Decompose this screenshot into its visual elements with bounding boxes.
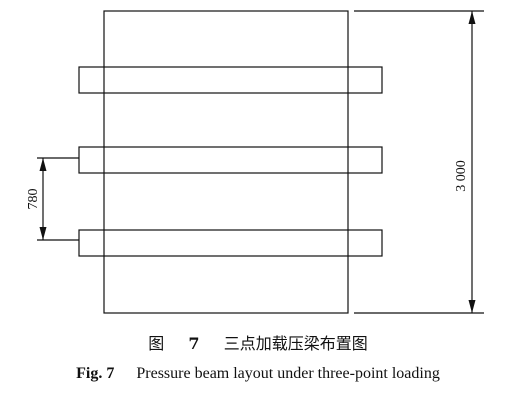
figure-caption-chinese: 图 7 三点加载压梁布置图	[0, 334, 516, 354]
arrowhead-overall-bottom	[468, 300, 476, 313]
caption-cn-number: 7	[188, 334, 200, 353]
dimension-label-spacing: 780	[26, 189, 41, 210]
caption-cn-prefix: 图	[148, 334, 165, 353]
arrowhead-overall-top	[468, 11, 476, 24]
beam-layout-diagram: 3 000 780	[26, 10, 484, 314]
figure-caption-english: Fig. 7 Pressure beam layout under three-…	[0, 364, 516, 384]
pressure-beam-bottom	[78, 229, 383, 257]
specimen-outline	[103, 10, 349, 314]
caption-en-number: 7	[106, 365, 115, 382]
arrowhead-spacing-bottom	[39, 227, 47, 240]
caption-en-text: Pressure beam layout under three-point l…	[136, 365, 440, 382]
pressure-beam-top	[78, 66, 383, 94]
pressure-beam-middle	[78, 146, 383, 174]
dimension-label-overall: 3 000	[454, 160, 469, 192]
arrowhead-spacing-top	[39, 158, 47, 171]
caption-en-prefix: Fig.	[76, 365, 103, 382]
caption-cn-text: 三点加载压梁布置图	[223, 334, 368, 353]
